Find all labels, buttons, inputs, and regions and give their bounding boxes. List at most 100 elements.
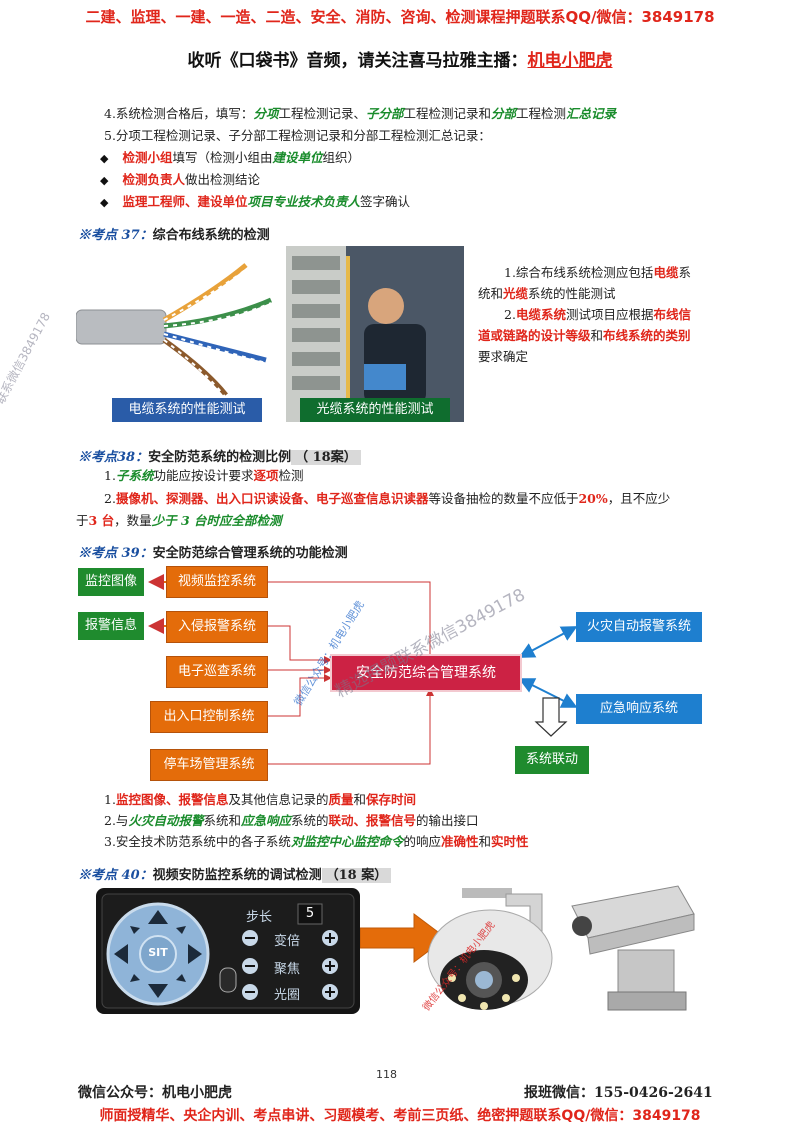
ptz-up-arrow-icon (148, 910, 168, 924)
kd40-tag: ※考点 40： (78, 868, 153, 883)
box-integrated-management: 安全防范综合管理系统 (330, 654, 522, 692)
kd37-text: 系统的性能测试 (528, 286, 616, 301)
ptz-left-arrow-icon (114, 944, 128, 964)
box-system-linkage: 系统联动 (515, 746, 589, 774)
box-alarm-info: 报警信息 (78, 612, 144, 640)
box-video-monitoring: 视频监控系统 (166, 566, 268, 598)
kd39-term: 准确性 (440, 834, 479, 849)
box-parking-management: 停车场管理系统 (150, 749, 268, 781)
kd37-term: 电缆 (653, 265, 679, 280)
kd37-term: 光缆 (503, 286, 529, 301)
kd39-title: 安全防范综合管理系统的功能检测 (152, 546, 348, 561)
kd39-term: 联动、报警信号 (328, 813, 417, 828)
kd37-point-2: 2.电缆系统测试项目应根据布线信道或链路的设计等级和布线系统的类别要求确定 (478, 304, 698, 367)
bullet-1-term: 检测小组 (122, 150, 173, 165)
box-fire-alarm: 火灾自动报警系统 (576, 612, 702, 642)
zoom-label: 变倍 (274, 934, 301, 949)
subtitle-prefix: 收听《口袋书》音频，请关注喜马拉雅主播： (187, 51, 528, 71)
kd38-term: 逐项 (253, 468, 279, 483)
item-4-term: 分部 (491, 106, 517, 121)
kd37-tag: ※考点 37： (78, 228, 153, 243)
kd38-term: 子系统 (115, 468, 154, 483)
kd37-title: 综合布线系统的检测 (152, 228, 270, 243)
kd39-text: 和 (353, 792, 366, 807)
dome-camera-image (427, 888, 553, 1010)
kd38-text: ，且不应少 (607, 491, 671, 506)
bullet-1: 检测小组填写（检测小组由建设单位组织） (100, 148, 360, 169)
top-ad-banner: 二建、监理、一建、一造、二造、安全、消防、咨询、检测课程押题联系QQ/微信：38… (85, 8, 715, 26)
kd38-line-1: 1.子系统功能应按设计要求逐项检测 (104, 466, 304, 486)
kd37-text: 系统和 (478, 265, 691, 301)
kd39-tag: ※考点 39： (78, 546, 153, 561)
item-4: 4.系统检测合格后，填写：分项工程检测记录、子分部工程检测记录和分部工程检测汇总… (104, 104, 616, 124)
item-4-text: 4.系统检测合格后，填写： (104, 106, 254, 121)
focus-label: 聚焦 (274, 962, 301, 977)
ptz-control-panel: SIT 步长 5 变倍 聚焦 光圈 (96, 888, 360, 1014)
bullet-3-term: 项目专业技术负责人 (247, 194, 361, 209)
left-watermark: 唯一联系微信3849178 (0, 310, 54, 428)
box-emergency-response: 应急响应系统 (576, 694, 702, 724)
kd38-badge: （ 18案） (291, 450, 361, 465)
kd38-text: 等设备抽检的数量不应低于 (428, 491, 579, 506)
host-name-link[interactable]: 机电小肥虎 (527, 51, 613, 71)
kd37-heading: ※考点 37：综合布线系统的检测 (78, 224, 270, 243)
kd38-text: 功能应按设计要求 (153, 468, 254, 483)
bullet-3: 监理工程师、建设单位项目专业技术负责人签字确认 (100, 192, 410, 213)
kd39-text: 的输出接口 (416, 813, 479, 828)
item-4-term: 分项 (253, 106, 279, 121)
cable-illustration (75, 263, 273, 399)
kd39-text: 3.安全技术防范系统中的各子系统 (104, 834, 291, 849)
kd39-text: 的响应 (403, 834, 441, 849)
bullet-3-text: 签字确认 (360, 194, 411, 209)
bullet-3-term: 监理工程师 (122, 194, 185, 209)
kd39-connectors (148, 574, 578, 765)
technician-illustration (286, 246, 464, 422)
kd39-term: 质量 (328, 792, 354, 807)
kd38-term: 3 台 (88, 513, 115, 528)
kd38-line-2: 2.摄像机、探测器、出入口识读设备、电子巡查信息识读器等设备抽检的数量不应低于2… (104, 489, 670, 509)
ptz-right-arrow-icon (188, 944, 202, 964)
footer-official-account: 微信公众号：机电小肥虎 (78, 1085, 232, 1101)
kd40-badge: （18 案） (321, 868, 392, 883)
item-4-term: 汇总记录 (566, 106, 617, 121)
fiber-photo: 光缆系统的性能测试 (286, 246, 464, 422)
kd39-note-2: 2.与火灾自动报警系统和应急响应系统的联动、报警信号的输出接口 (104, 811, 479, 831)
kd38-term: 少于 3 台时应全部检测 (151, 513, 282, 528)
box-electronic-patrol: 电子巡查系统 (166, 656, 268, 688)
bullet-3-sep: 、 (184, 194, 198, 209)
ptz-center-button[interactable]: SIT (148, 946, 168, 959)
kd37-text: 和 (590, 328, 604, 343)
footer-class-wechat: 报班微信：155-0426-2641 (524, 1085, 713, 1101)
kd37-text: 测试项目应根据 (565, 307, 654, 322)
item-4-text: 工程检测记录、 (278, 106, 366, 121)
kd40-heading: ※考点 40：视频安防监控系统的调试检测（18 案） (78, 864, 392, 883)
kd38-text: ，数量 (114, 513, 152, 528)
item-4-text: 工程检测 (516, 106, 567, 121)
kd38-term: 摄像机、探测器、出入口识读设备、电子巡查信息识读器 (115, 491, 429, 506)
kd39-text: 和 (478, 834, 491, 849)
page-number: 118 (376, 1068, 397, 1081)
box-monitor-image: 监控图像 (78, 568, 144, 596)
kd39-text: 及其他信息记录的 (228, 792, 329, 807)
kd38-title: 安全防范系统的检测比例 (148, 450, 292, 465)
bullet-3-term: 建设单位 (197, 194, 248, 209)
bullet-2: 检测负责人做出检测结论 (100, 170, 260, 191)
cable-image: 电缆系统的性能测试 (75, 250, 276, 422)
kd39-term: 应急响应 (240, 813, 291, 828)
kd37-term: 布线系统的类别 (603, 328, 691, 343)
kd38-text: 2. (104, 491, 116, 506)
kd37-point-1: 1.综合布线系统检测应包括电缆系统和光缆系统的性能测试 (478, 262, 698, 304)
bullet-1-text: 组织） (322, 150, 361, 165)
kd38-text: 于 (76, 513, 89, 528)
kd39-term: 保存时间 (366, 792, 417, 807)
kd39-text: 系统的 (290, 813, 329, 828)
bullet-2-text: 做出检测结论 (184, 172, 260, 187)
kd39-text: 1. (104, 792, 116, 807)
step-label: 步长 (246, 910, 273, 925)
bullet-1-term: 建设单位 (272, 150, 323, 165)
kd37-text: 1.综合布线系统检测应包括 (504, 265, 654, 280)
step-value: 5 (305, 906, 315, 921)
bullet-1-text: 填写（检测小组由 (172, 150, 273, 165)
item-4-text: 工程检测记录和 (403, 106, 491, 121)
ptz-down-arrow-icon (148, 984, 168, 998)
